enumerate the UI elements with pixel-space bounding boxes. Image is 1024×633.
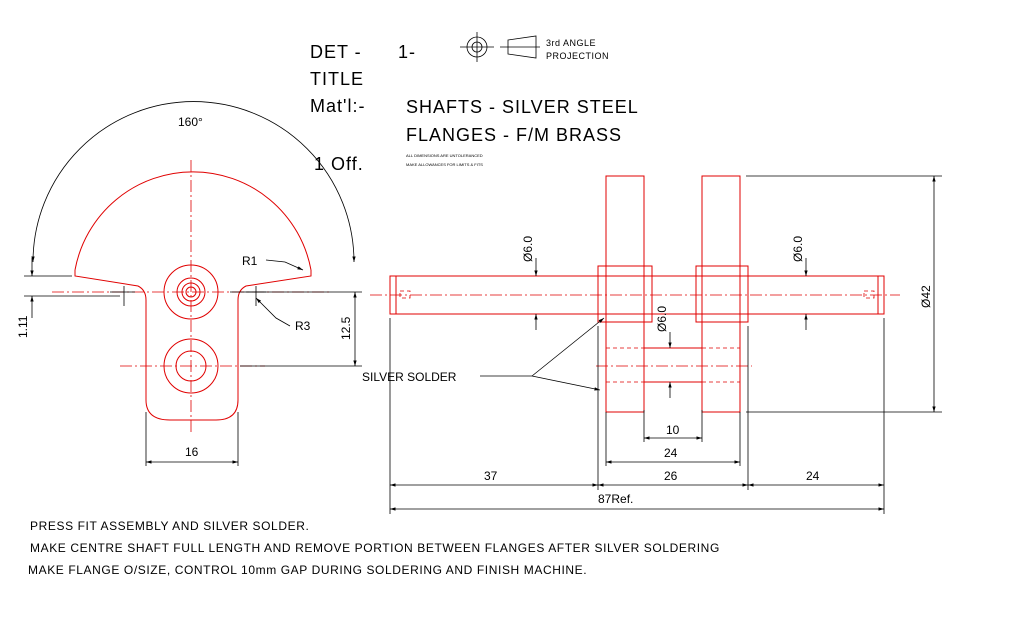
projection-label-2: PROJECTION	[546, 51, 609, 61]
third-angle-projection-icon	[460, 32, 540, 62]
silver-solder-callout: SILVER SOLDER	[362, 370, 457, 384]
det-label: DET -	[310, 42, 362, 62]
tolerance-note-2: MAKE ALLOWANCES FOR LIMITS & FITS	[406, 162, 483, 167]
radius-r3: R3	[295, 319, 311, 333]
material-flanges: FLANGES - F/M BRASS	[406, 125, 622, 145]
dim-24-inner: 24	[664, 446, 678, 460]
dim-dia-centre-shaft: Ø6.0	[655, 306, 669, 332]
flange-end-view: 160° R1 R3 1.11 12.5	[16, 101, 362, 466]
dim-10: 10	[666, 423, 680, 437]
dim-dia-left-shaft: Ø6.0	[521, 236, 535, 262]
note-2: MAKE CENTRE SHAFT FULL LENGTH AND REMOVE…	[30, 541, 720, 555]
angle-dimension: 160°	[178, 115, 203, 129]
notes: PRESS FIT ASSEMBLY AND SILVER SOLDER. MA…	[28, 519, 720, 577]
title-block: DET - 1- TITLE Mat'l:- SHAFTS - SILVER S…	[310, 32, 639, 174]
dim-1-11: 1.11	[16, 315, 30, 338]
tolerance-note-1: ALL DIMENSIONS ARE UNTOLERANCED	[406, 153, 483, 158]
quantity: 1 Off.	[314, 154, 364, 174]
det-value: 1-	[398, 42, 416, 62]
note-3: MAKE FLANGE O/SIZE, CONTROL 10mm GAP DUR…	[28, 563, 587, 577]
title-label: TITLE	[310, 69, 364, 89]
dim-dia-right-shaft: Ø6.0	[791, 236, 805, 262]
dim-26: 26	[664, 469, 678, 483]
note-1: PRESS FIT ASSEMBLY AND SILVER SOLDER.	[30, 519, 309, 533]
material-shafts: SHAFTS - SILVER STEEL	[406, 97, 639, 117]
material-label: Mat'l:-	[310, 96, 365, 116]
dim-12-5: 12.5	[339, 316, 353, 340]
dim-87-ref: 87Ref.	[598, 492, 633, 506]
radius-r1: R1	[242, 254, 258, 268]
assembly-side-view: Ø6.0 Ø6.0 Ø6.0 Ø42 10 24 37 26 24	[362, 175, 942, 514]
dim-37: 37	[484, 469, 498, 483]
dim-24: 24	[806, 469, 820, 483]
dim-dia-42: Ø42	[919, 285, 933, 308]
projection-label-1: 3rd ANGLE	[546, 38, 596, 48]
dim-16: 16	[185, 445, 199, 459]
